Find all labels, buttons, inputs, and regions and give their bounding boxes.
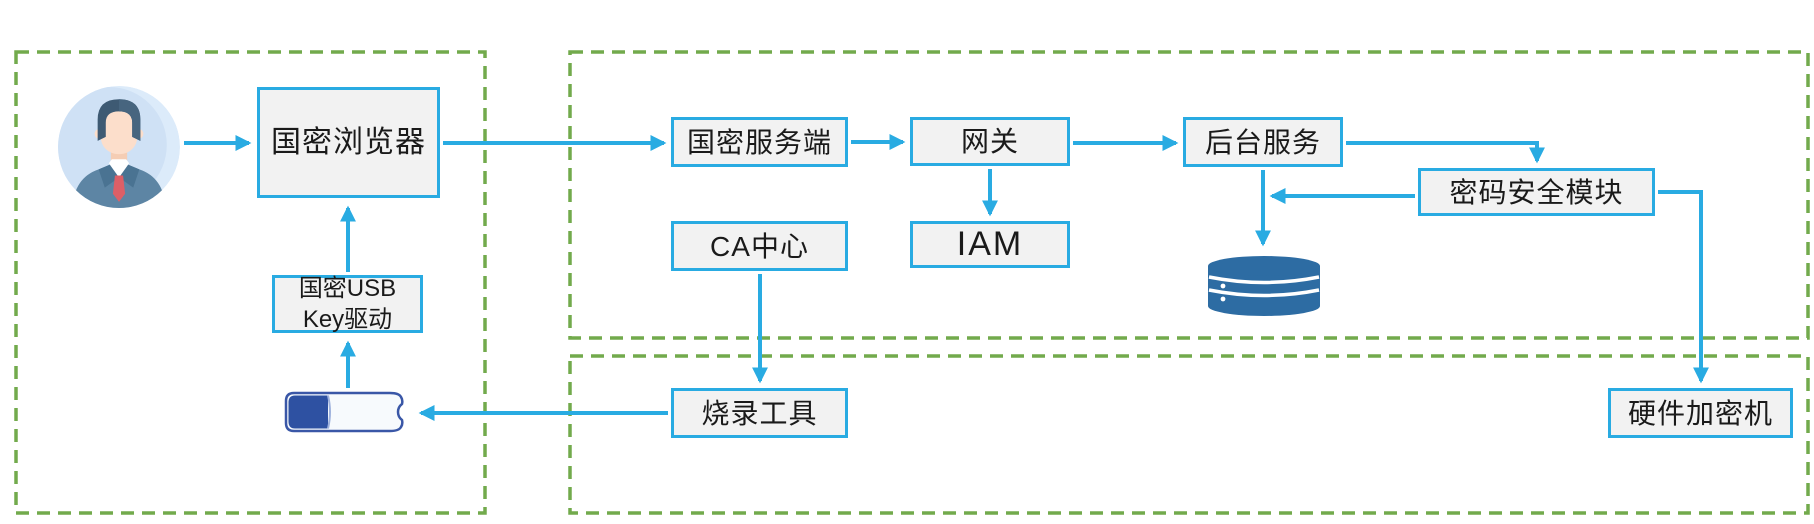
node-ca-center: CA中心: [671, 221, 848, 271]
service-zone-border: [568, 50, 1810, 340]
node-backend-service: 后台服务: [1183, 117, 1343, 167]
edge-backend-to-security-module: [1346, 141, 1545, 164]
edge-security-module-to-hsm: [1658, 190, 1709, 384]
node-iam: IAM: [910, 221, 1070, 268]
node-burn-tool: 烧录工具: [671, 388, 848, 438]
usb-key-driver-line2: Key驱动: [302, 306, 393, 333]
database-icon: [1206, 255, 1322, 317]
node-gateway: 网关: [910, 117, 1070, 166]
user-avatar-icon: [58, 86, 180, 208]
node-usb-key-driver: 国密USB Key驱动: [272, 275, 423, 333]
node-security-module: 密码安全模块: [1418, 168, 1655, 216]
node-hardware-encryptor: 硬件加密机: [1608, 388, 1793, 438]
usb-key-driver-line1: 国密USB: [298, 274, 397, 302]
usb-key-icon: [282, 391, 412, 433]
hardware-zone-border: [568, 354, 1810, 515]
client-zone-border: [14, 50, 487, 515]
node-sm-browser: 国密浏览器: [257, 87, 440, 198]
node-sm-server: 国密服务端: [671, 117, 848, 167]
